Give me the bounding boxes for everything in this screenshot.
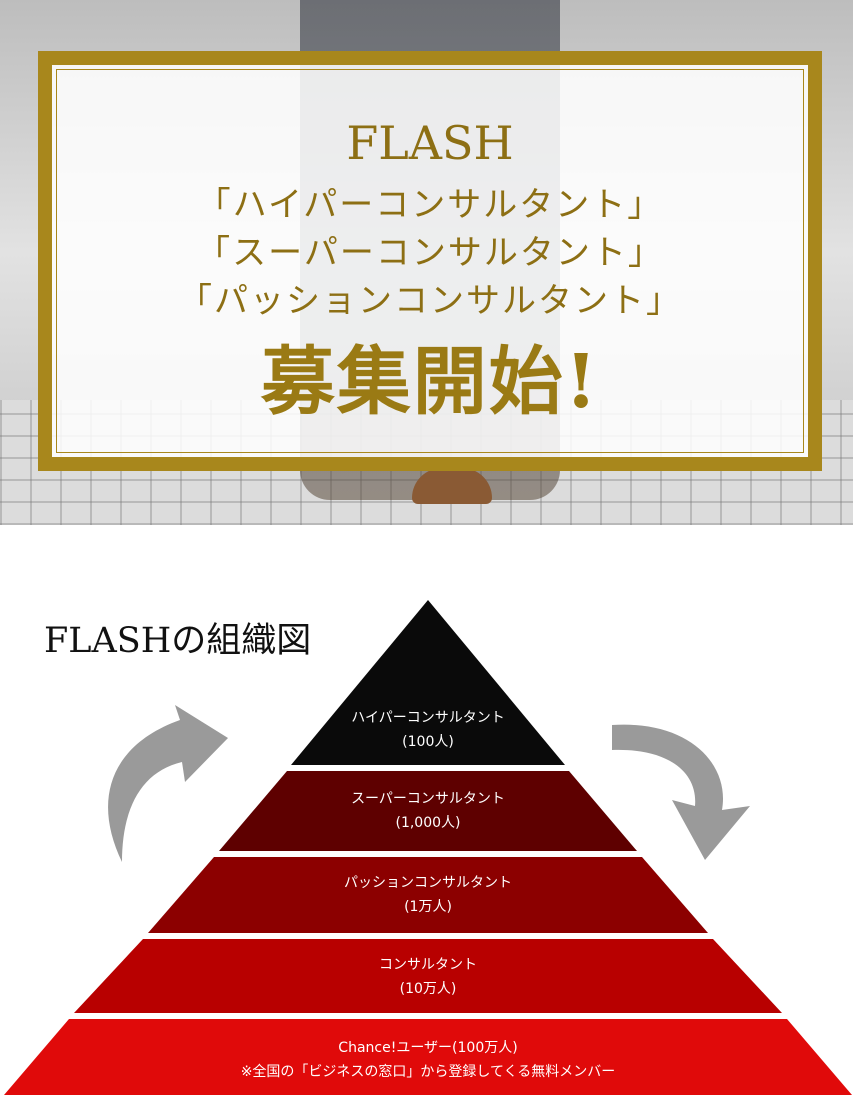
curved-arrow-up-icon <box>108 705 228 862</box>
hero-line-super: 「スーパーコンサルタント」 <box>196 233 664 273</box>
gold-frame: FLASH 「ハイパーコンサルタント」 「スーパーコンサルタント」 「パッション… <box>38 51 822 471</box>
pyramid-tier-hyper <box>291 600 565 765</box>
tier-label-chance-user: Chance!ユーザー(100万人) ※全国の「ビジネスの窓口」から登録してくる… <box>4 1036 852 1084</box>
pyramid-tier-super <box>219 771 637 851</box>
tier-label-passion: パッションコンサルタント (1万人) <box>148 871 708 919</box>
pyramid-tier-chance-user <box>4 1019 852 1095</box>
tier-name: パッションコンサルタント <box>344 875 512 891</box>
tier-name: Chance!ユーザー(100万人) <box>338 1040 518 1056</box>
hero-title: FLASH <box>346 116 514 170</box>
tier-name: コンサルタント <box>379 957 477 973</box>
hero-shoe <box>412 468 492 504</box>
tier-count: (1万人) <box>404 899 452 915</box>
hero-line-passion: 「パッションコンサルタント」 <box>178 281 682 321</box>
tier-name: スーパーコンサルタント <box>351 791 505 807</box>
curved-arrow-down-icon <box>612 724 750 860</box>
tier-count: (100人) <box>402 734 454 750</box>
tier-count: (10万人) <box>399 981 457 997</box>
hero-headline: 募集開始! <box>260 339 600 425</box>
org-chart-title: FLASHの組織図 <box>44 621 312 661</box>
tier-name: ハイパーコンサルタント <box>351 710 505 726</box>
pyramid-tier-consultant <box>74 939 782 1013</box>
pyramid-tier-passion <box>148 857 708 933</box>
gold-frame-inner-line <box>56 69 804 453</box>
hero-line-hyper: 「ハイパーコンサルタント」 <box>196 185 664 225</box>
tier-label-consultant: コンサルタント (10万人) <box>74 953 782 1001</box>
tier-label-super: スーパーコンサルタント (1,000人) <box>219 787 637 835</box>
tier-label-hyper: ハイパーコンサルタント (100人) <box>291 706 565 754</box>
tier-count: (1,000人) <box>395 815 461 831</box>
tier-count: ※全国の「ビジネスの窓口」から登録してくる無料メンバー <box>240 1064 616 1080</box>
hero-banner: FLASH 「ハイパーコンサルタント」 「スーパーコンサルタント」 「パッション… <box>0 0 853 525</box>
